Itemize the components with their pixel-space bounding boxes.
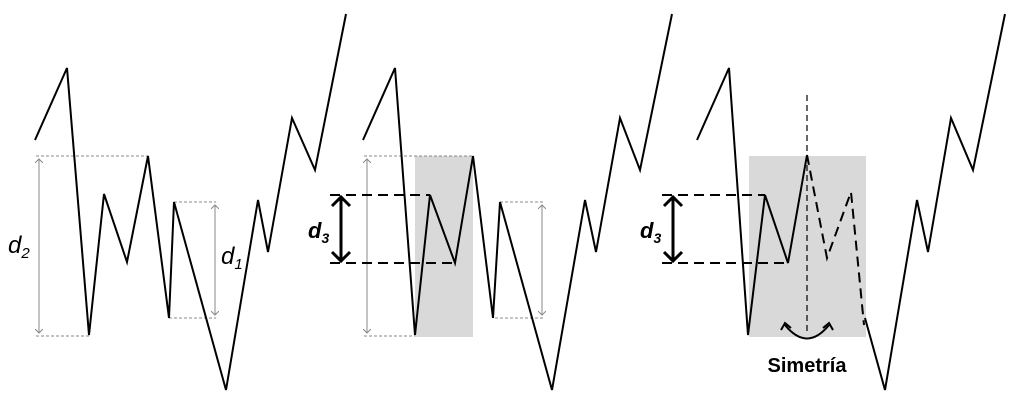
d3-guides (662, 194, 788, 264)
d3-arrow (662, 194, 684, 264)
panel-1: d2 d1 (8, 13, 347, 391)
zigzag-curve-continued (864, 13, 1006, 391)
symmetry-arrow (780, 321, 834, 340)
symmetry-label: Simetría (768, 355, 848, 377)
guide-lines (36, 155, 216, 337)
mirrored-curve (806, 154, 865, 326)
d3-label: d3 (640, 218, 661, 246)
zigzag-curve (34, 13, 347, 391)
panel-3: d3 Simetría (640, 13, 1006, 391)
zigzag-curve (362, 13, 673, 391)
d3-guides (330, 194, 455, 264)
d3-arrow (330, 194, 352, 264)
zigzag-curve (696, 67, 808, 336)
d1-label: d1 (221, 243, 243, 273)
d3-label: d3 (308, 218, 329, 246)
panel-2: d3 (308, 13, 673, 391)
d2-label: d2 (8, 232, 30, 262)
